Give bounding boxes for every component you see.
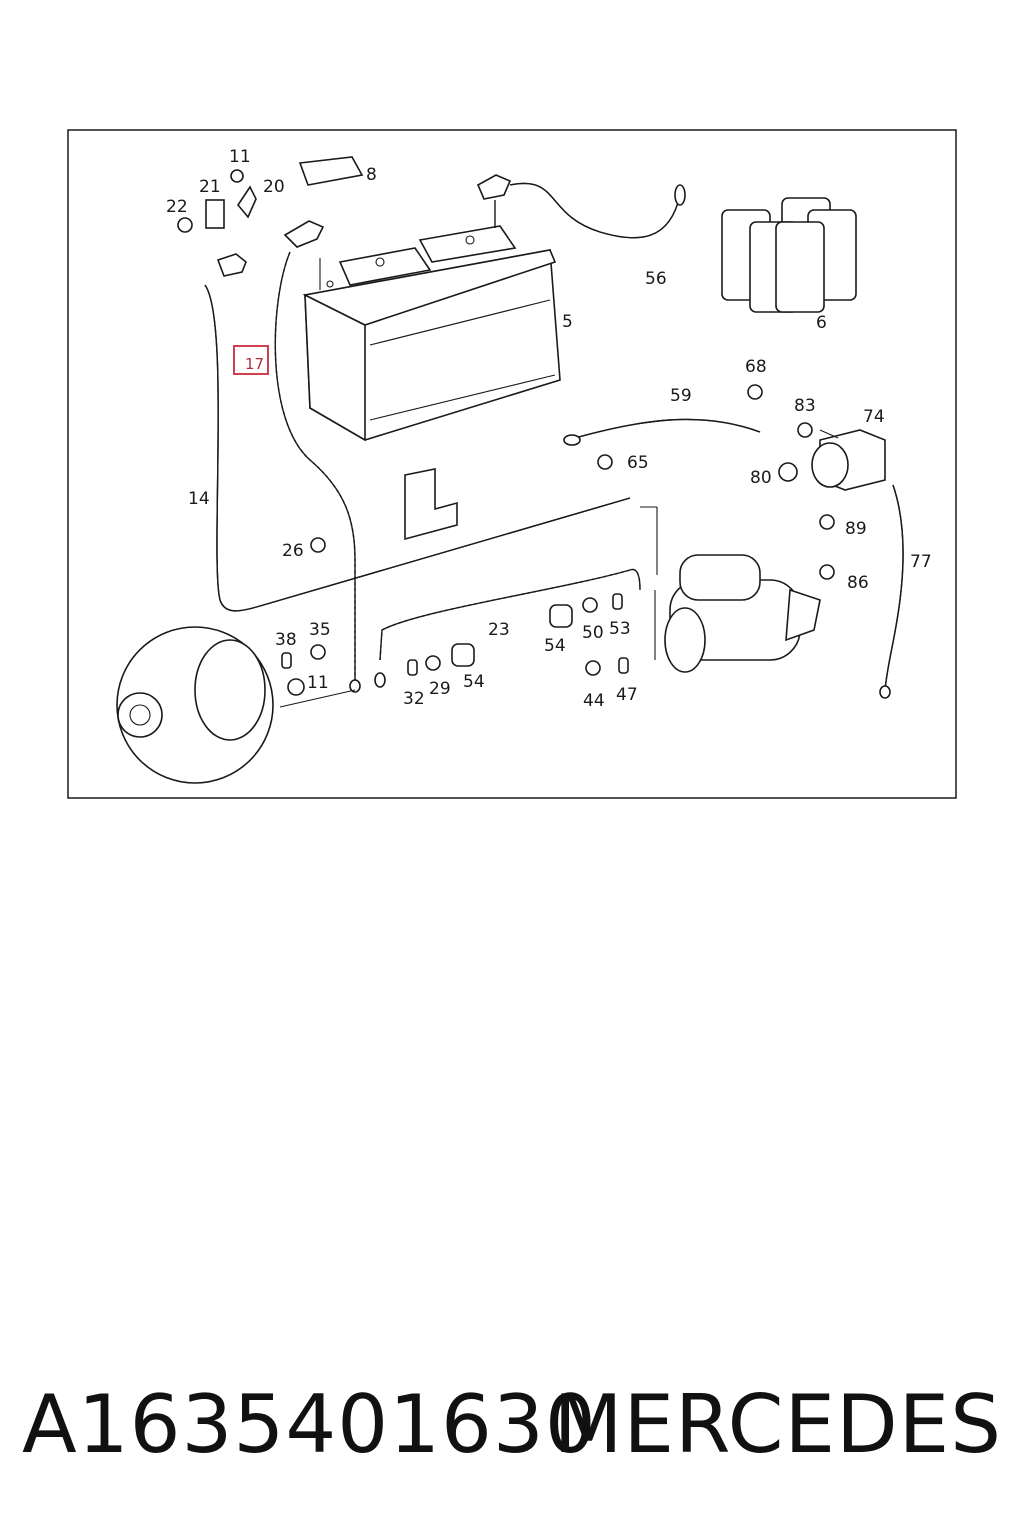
bracket-part — [404, 468, 458, 541]
callout-68: 68 — [745, 357, 767, 377]
callout-11-lower: 11 — [307, 673, 329, 693]
terminal-parts — [177, 156, 364, 277]
callout-50: 50 — [582, 623, 604, 643]
callout-26: 26 — [282, 541, 304, 561]
callout-47: 47 — [616, 685, 638, 705]
callout-74: 74 — [863, 407, 885, 427]
callout-44: 44 — [583, 691, 605, 711]
battery-part — [302, 225, 561, 442]
callout-53: 53 — [609, 619, 631, 639]
cell-pack-part — [721, 197, 857, 313]
cable-17-part — [274, 251, 361, 693]
brand-name: MERCEDES — [553, 1378, 1002, 1471]
callout-11: 11 — [229, 147, 251, 167]
callout-35: 35 — [309, 620, 331, 640]
callout-17-highlight[interactable] — [233, 345, 269, 375]
callout-77: 77 — [910, 552, 932, 572]
callout-83: 83 — [794, 396, 816, 416]
callout-8: 8 — [366, 165, 377, 185]
callout-38: 38 — [275, 630, 297, 650]
callout-89: 89 — [845, 519, 867, 539]
hardware-parts — [281, 384, 835, 696]
cable-77-part — [879, 484, 904, 699]
callout-20: 20 — [263, 177, 285, 197]
starter-motor-part — [664, 554, 821, 673]
parts-diagram: 11 21 20 22 8 56 6 5 17 68 59 83 74 65 8… — [67, 129, 957, 799]
callout-5: 5 — [562, 312, 573, 332]
part-number: A1635401630 — [22, 1378, 597, 1471]
cable-59-part — [563, 418, 761, 446]
solenoid-part — [811, 429, 886, 491]
callout-17: 17 — [245, 355, 264, 373]
cable-23-part — [374, 568, 641, 688]
callout-22: 22 — [166, 197, 188, 217]
callout-23: 23 — [488, 620, 510, 640]
callout-14: 14 — [188, 489, 210, 509]
callout-6: 6 — [816, 313, 827, 333]
callout-56: 56 — [645, 269, 667, 289]
leader-lines — [279, 258, 839, 708]
callout-54-lower: 54 — [463, 672, 485, 692]
callout-21: 21 — [199, 177, 221, 197]
callout-32: 32 — [403, 689, 425, 709]
callout-80: 80 — [750, 468, 772, 488]
callout-86: 86 — [847, 573, 869, 593]
alternator-part — [116, 626, 274, 784]
callout-54-upper: 54 — [544, 636, 566, 656]
cable-56-part — [476, 174, 686, 239]
callout-59: 59 — [670, 386, 692, 406]
caption-bar: A1635401630 MERCEDES — [0, 1370, 1024, 1480]
callout-29: 29 — [429, 679, 451, 699]
callout-65: 65 — [627, 453, 649, 473]
